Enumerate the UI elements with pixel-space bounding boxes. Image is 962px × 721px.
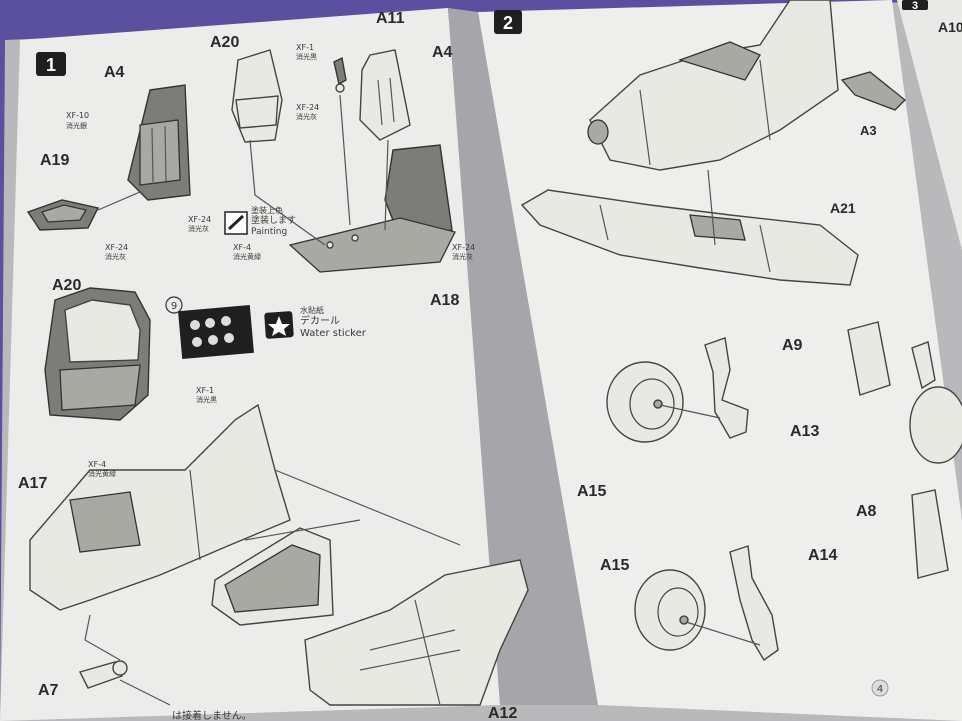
step-3-number: 3: [912, 0, 918, 12]
note-xf4-b-code: XF-4: [88, 460, 106, 469]
note-xf1-code: XF-1: [296, 43, 314, 52]
note-xf24-c-code: XF-24: [105, 243, 128, 252]
label-a9: A9: [782, 337, 803, 354]
note-xf24-b-code: XF-24: [188, 215, 211, 224]
note-decal-number: 9: [171, 301, 177, 312]
note-decal-cn: 水貼紙: [300, 305, 324, 315]
step-2-number: 2: [503, 13, 513, 33]
wheel-part-a15-upper: [606, 361, 684, 443]
tail-part-a3: [840, 71, 906, 111]
bulkhead-part-a20-top: [231, 49, 283, 143]
note-decal-jp: デカール: [300, 314, 340, 327]
wheel-part-a15-lower: [634, 569, 706, 651]
note-xf24-a-code: XF-24: [296, 103, 319, 112]
note-xf24-b-name: 消光灰: [188, 224, 209, 233]
note-xf4-name: 消光黄緑: [233, 252, 261, 261]
label-a20-mid: A20: [52, 277, 81, 294]
note-xf1-b-name: 消光黒: [196, 395, 217, 404]
note-paint-jp: 塗装します: [251, 214, 296, 226]
label-a7: A7: [38, 682, 59, 699]
note-xf24-c-name: 消光灰: [105, 252, 126, 261]
landing-gear-part-a13: [704, 337, 749, 439]
seat-part-a4-right: [359, 49, 411, 141]
label-a3: A3: [860, 123, 877, 138]
wing-part-a21: [520, 189, 859, 286]
note-xf1-b-code: XF-1: [196, 386, 214, 395]
label-a11: A11: [376, 10, 405, 27]
star-sticker-icon: [264, 311, 294, 339]
step-2-badge: 2: [494, 10, 522, 34]
label-a21: A21: [830, 200, 856, 216]
landing-gear-part-a14: [729, 545, 779, 662]
instrument-decal: [178, 304, 254, 360]
step-3-badge: 3: [902, 0, 928, 12]
label-a20-top: A20: [210, 34, 239, 51]
note-xf10-code: XF-10: [66, 111, 89, 120]
gear-door-part-a9: [847, 321, 891, 396]
step-1-badge: 1: [36, 52, 66, 76]
cockpit-floor-part-a18: [288, 144, 456, 273]
note-xf24-d-name: 消光灰: [452, 252, 473, 261]
booklet-gutter: [448, 8, 598, 705]
gear-door-part-a8: [911, 489, 949, 579]
note-xf24-a-name: 消光灰: [296, 112, 317, 121]
tray-part-a19: [26, 199, 100, 231]
cockpit-assembly: [211, 527, 334, 626]
fuselage-half-part-a12: [304, 559, 529, 706]
note-xf24-d-code: XF-24: [452, 243, 475, 252]
label-a4-right: A4: [432, 44, 453, 61]
note-decal-en: Water sticker: [300, 328, 367, 339]
pin-part-a7: [78, 660, 128, 689]
label-a17: A17: [18, 475, 47, 492]
note-xf4-code: XF-4: [233, 243, 251, 252]
third-page-edge: [897, 0, 962, 250]
note-paint-en: Painting: [251, 227, 287, 237]
note-xf4-b-name: 消光黄緑: [88, 469, 116, 478]
note-xf1-name: 消光黒: [296, 52, 317, 61]
label-a13: A13: [790, 423, 819, 440]
label-a8: A8: [856, 503, 877, 520]
wheel-assembly-right: [909, 341, 962, 464]
label-a14: A14: [808, 547, 837, 564]
step-1-number: 1: [46, 55, 56, 75]
fuselage-half-part-a17: [29, 403, 291, 611]
label-a12: A12: [488, 705, 517, 721]
paint-notes: XF-10 消光銀 XF-1 消光黒 XF-24 消光灰 XF-24 消光灰 X…: [66, 43, 889, 721]
paint-brush-icon: [224, 211, 248, 235]
label-a19: A19: [40, 152, 69, 169]
label-a18: A18: [430, 292, 459, 309]
seat-part-a4-left: [127, 84, 191, 201]
page-number: 4: [877, 684, 883, 695]
note-xf10-name: 消光銀: [66, 121, 87, 130]
label-a4-left: A4: [104, 64, 125, 81]
note-bottom-jp: は接着しません。: [172, 709, 252, 721]
label-a15-upper: A15: [577, 483, 606, 500]
note-paint-cn: 塗装上色: [251, 205, 283, 215]
fuselage-assembly-step2: [587, 0, 839, 171]
control-stick-part-a11: [333, 56, 347, 93]
label-a15-lower: A15: [600, 557, 629, 574]
cockpit-tub-part-a20: [44, 287, 151, 421]
label-a10: A10: [938, 19, 962, 35]
part-labels: A4 A20 A11 A4 A19 A18 A20 A17 A7 A12 A3 …: [18, 10, 962, 721]
